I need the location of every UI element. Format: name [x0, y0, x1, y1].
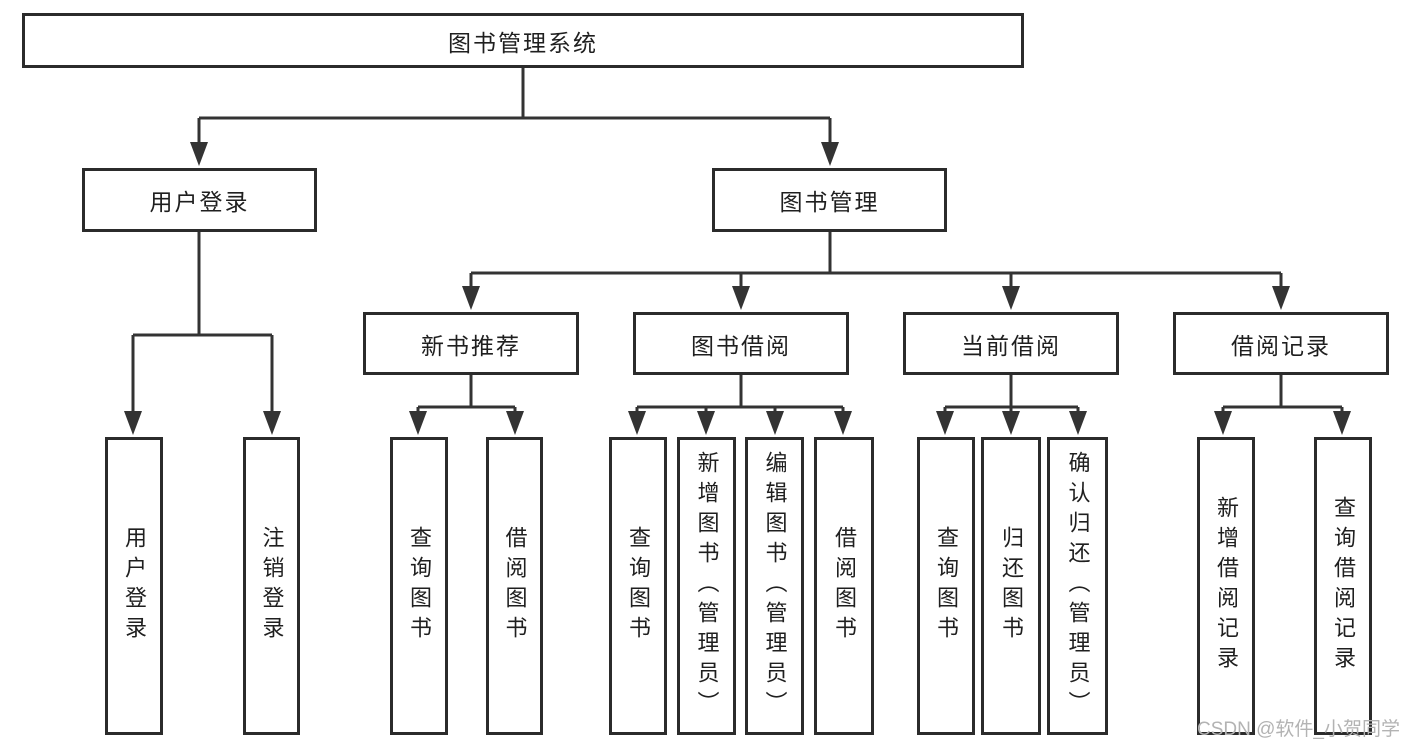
- leaf-bb-edit-books-admin: 编辑图书（管理员）: [745, 437, 804, 735]
- node-book-borrow-label: 图书借阅: [691, 332, 791, 359]
- leaf-bb-query-books-label: 查询图书: [626, 526, 651, 646]
- leaf-user-login-label: 用户登录: [122, 526, 147, 646]
- leaf-bb-add-books-admin: 新增图书（管理员）: [677, 437, 736, 735]
- node-user-login: 用户登录: [82, 168, 317, 232]
- leaf-bb-borrow-books: 借阅图书: [814, 437, 874, 735]
- leaf-nb-borrow-books: 借阅图书: [486, 437, 543, 735]
- node-root: 图书管理系统: [22, 13, 1024, 68]
- node-book-management: 图书管理: [712, 168, 947, 232]
- leaf-cb-return-books: 归还图书: [981, 437, 1041, 735]
- watermark-text: CSDN @软件_小贺同学: [1197, 719, 1400, 740]
- leaf-bb-add-books-admin-label: 新增图书（管理员）: [694, 451, 720, 721]
- node-user-login-label: 用户登录: [149, 189, 250, 215]
- leaf-nb-query-books: 查询图书: [390, 437, 448, 735]
- leaf-bb-query-books: 查询图书: [609, 437, 667, 735]
- leaf-bb-edit-books-admin-label: 编辑图书（管理员）: [762, 451, 788, 721]
- leaf-logout: 注销登录: [243, 437, 300, 735]
- leaf-user-login: 用户登录: [105, 437, 163, 735]
- node-borrow-records-label: 借阅记录: [1231, 332, 1331, 359]
- node-borrow-records: 借阅记录: [1173, 312, 1389, 375]
- leaf-cb-query-books-label: 查询图书: [934, 526, 959, 646]
- node-book-management-label: 图书管理: [779, 189, 880, 215]
- arrowheads: [124, 142, 1351, 435]
- node-book-borrow: 图书借阅: [633, 312, 849, 375]
- leaf-cb-confirm-return-admin: 确认归还（管理员）: [1047, 437, 1108, 735]
- leaf-cb-confirm-return-admin-label: 确认归还（管理员）: [1065, 451, 1091, 721]
- leaf-cb-return-books-label: 归还图书: [999, 526, 1024, 646]
- leaf-br-query-record-label: 查询借阅记录: [1331, 496, 1356, 676]
- leaf-cb-query-books: 查询图书: [917, 437, 975, 735]
- leaf-bb-borrow-books-label: 借阅图书: [832, 526, 857, 646]
- node-new-book-recommend: 新书推荐: [363, 312, 579, 375]
- node-current-borrow: 当前借阅: [903, 312, 1119, 375]
- leaf-nb-borrow-books-label: 借阅图书: [502, 526, 528, 646]
- leaf-br-add-record: 新增借阅记录: [1197, 437, 1255, 735]
- leaf-br-query-record: 查询借阅记录: [1314, 437, 1372, 735]
- leaf-logout-label: 注销登录: [259, 526, 285, 646]
- leaf-br-add-record-label: 新增借阅记录: [1214, 496, 1239, 676]
- node-new-book-recommend-label: 新书推荐: [421, 332, 521, 359]
- leaf-nb-query-books-label: 查询图书: [407, 526, 432, 646]
- node-current-borrow-label: 当前借阅: [961, 332, 1061, 359]
- node-root-label: 图书管理系统: [448, 29, 598, 56]
